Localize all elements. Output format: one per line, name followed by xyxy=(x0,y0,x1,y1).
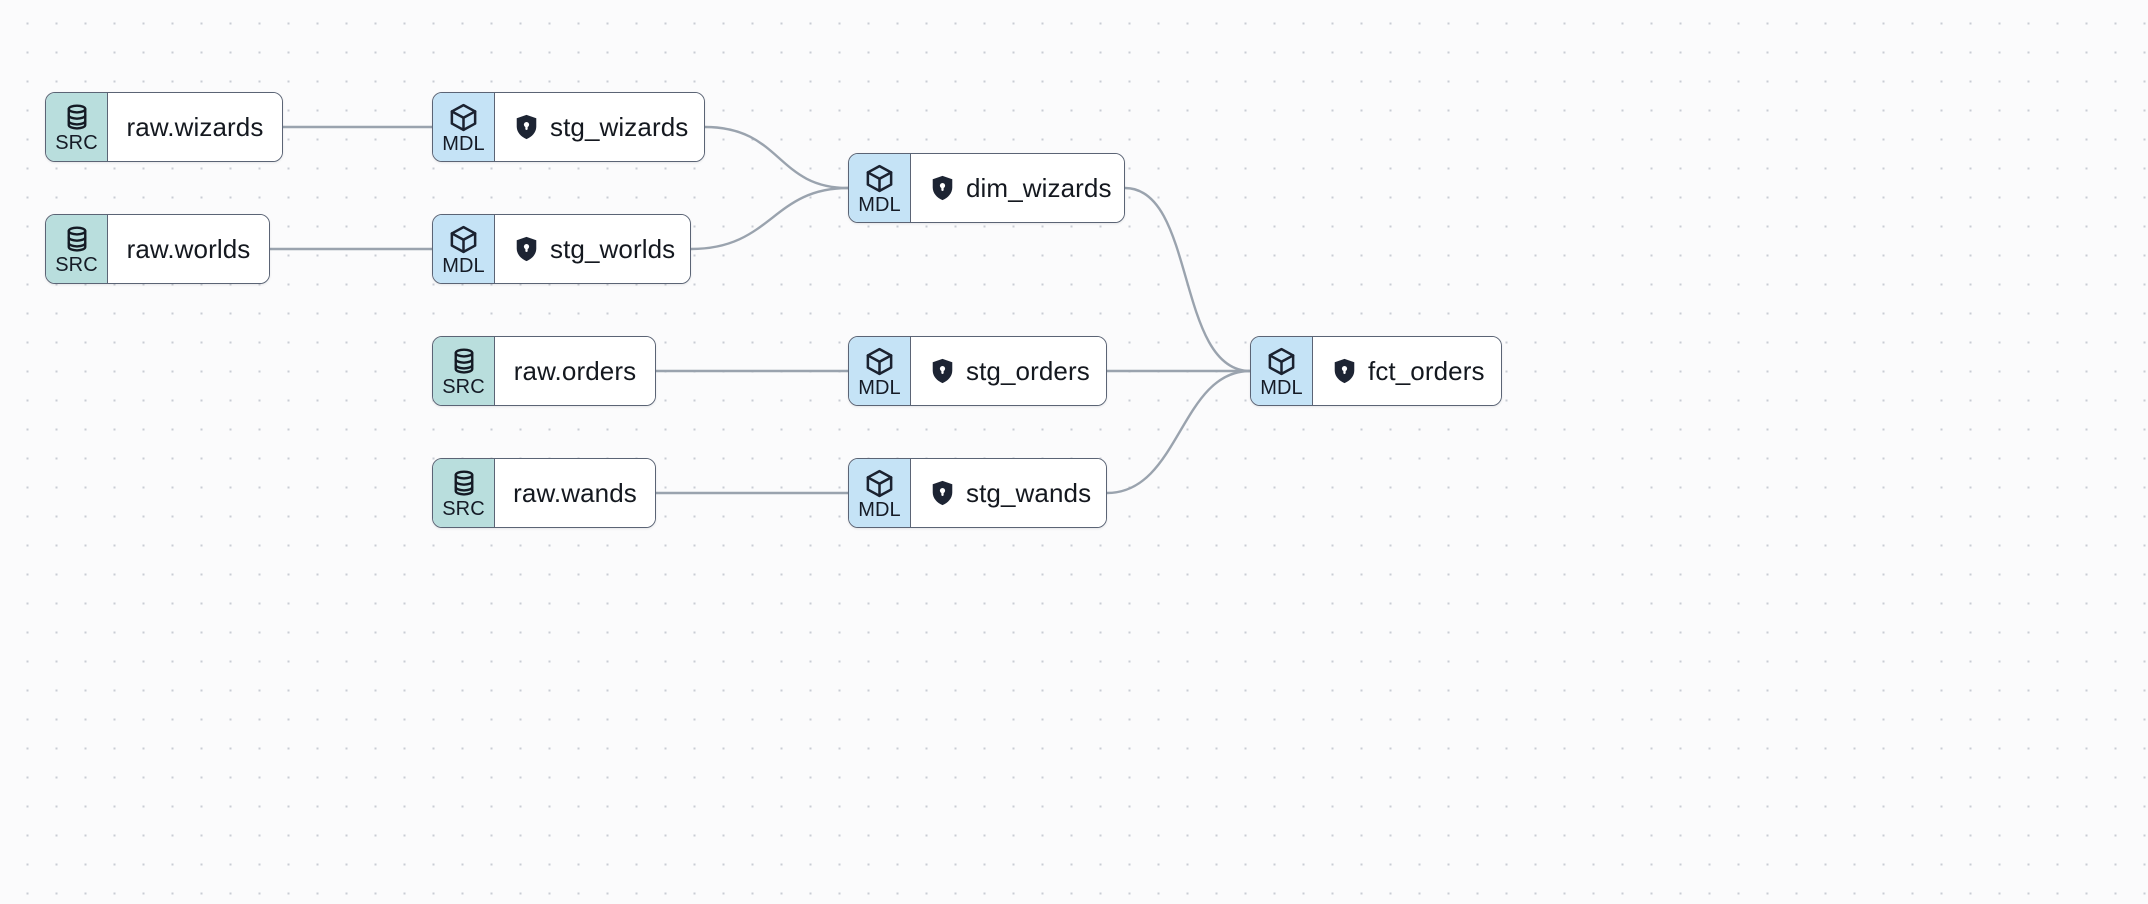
node-body-dim_wizards: dim_wizards xyxy=(911,154,1124,222)
node-type-label: SRC xyxy=(55,254,98,276)
node-type-label: SRC xyxy=(55,132,98,154)
edge-stg_wands-to-fct_orders xyxy=(1105,369,1252,495)
node-type-label: MDL xyxy=(858,376,901,399)
cube-icon xyxy=(864,346,895,377)
node-body-raw_worlds: raw.worlds xyxy=(108,215,269,283)
database-icon xyxy=(62,224,92,254)
node-type-badge-raw_wands: SRC xyxy=(433,459,495,527)
node-body-raw_wizards: raw.wizards xyxy=(108,93,282,161)
node-label: stg_wands xyxy=(966,477,1092,508)
node-body-stg_wizards: stg_wizards xyxy=(495,93,704,161)
shield-lock-icon xyxy=(515,114,538,140)
node-stg_wands[interactable]: MDL stg_wands xyxy=(848,458,1107,528)
shield-lock-icon xyxy=(515,236,538,262)
node-label: fct_orders xyxy=(1368,355,1485,386)
node-label: raw.orders xyxy=(513,355,637,386)
node-label: raw.wands xyxy=(513,477,637,508)
node-type-label: SRC xyxy=(442,376,485,398)
database-icon xyxy=(449,468,479,498)
node-type-badge-raw_worlds: SRC xyxy=(46,215,108,283)
database-icon xyxy=(449,346,479,376)
node-type-label: MDL xyxy=(858,498,901,521)
node-type-badge-stg_wands: MDL xyxy=(849,459,911,527)
edge-stg_worlds-to-dim_wizards xyxy=(689,186,850,251)
shield-lock-icon xyxy=(931,480,954,506)
node-body-stg_orders: stg_orders xyxy=(911,337,1106,405)
node-type-label: MDL xyxy=(442,132,485,155)
node-body-stg_worlds: stg_worlds xyxy=(495,215,690,283)
node-type-badge-fct_orders: MDL xyxy=(1251,337,1313,405)
node-body-raw_wands: raw.wands xyxy=(495,459,655,527)
node-body-raw_orders: raw.orders xyxy=(495,337,655,405)
node-type-label: SRC xyxy=(442,498,485,520)
edge-stg_wizards-to-dim_wizards xyxy=(703,125,850,190)
node-label: stg_wizards xyxy=(550,111,689,142)
cube-icon xyxy=(1266,346,1297,377)
node-label: dim_wizards xyxy=(966,172,1112,203)
cube-icon xyxy=(448,102,479,133)
node-type-badge-raw_orders: SRC xyxy=(433,337,495,405)
node-stg_orders[interactable]: MDL stg_orders xyxy=(848,336,1107,406)
node-type-label: MDL xyxy=(858,193,901,216)
cube-icon xyxy=(864,163,895,194)
node-stg_worlds[interactable]: MDL stg_worlds xyxy=(432,214,691,284)
cube-icon xyxy=(448,224,479,255)
node-raw_orders[interactable]: SRC raw.orders xyxy=(432,336,656,406)
node-raw_wands[interactable]: SRC raw.wands xyxy=(432,458,656,528)
node-label: stg_worlds xyxy=(550,233,676,264)
node-type-label: MDL xyxy=(1260,376,1303,399)
node-fct_orders[interactable]: MDL fct_orders xyxy=(1250,336,1502,406)
node-stg_wizards[interactable]: MDL stg_wizards xyxy=(432,92,705,162)
node-label: stg_orders xyxy=(966,355,1090,386)
node-body-stg_wands: stg_wands xyxy=(911,459,1106,527)
node-type-badge-stg_wizards: MDL xyxy=(433,93,495,161)
shield-lock-icon xyxy=(931,358,954,384)
node-raw_worlds[interactable]: SRC raw.worlds xyxy=(45,214,270,284)
shield-lock-icon xyxy=(931,175,954,201)
node-body-fct_orders: fct_orders xyxy=(1313,337,1501,405)
node-type-badge-dim_wizards: MDL xyxy=(849,154,911,222)
node-raw_wizards[interactable]: SRC raw.wizards xyxy=(45,92,283,162)
node-dim_wizards[interactable]: MDL dim_wizards xyxy=(848,153,1125,223)
node-type-badge-stg_worlds: MDL xyxy=(433,215,495,283)
shield-lock-icon xyxy=(1333,358,1356,384)
cube-icon xyxy=(864,468,895,499)
database-icon xyxy=(62,102,92,132)
node-type-badge-raw_wizards: SRC xyxy=(46,93,108,161)
node-type-badge-stg_orders: MDL xyxy=(849,337,911,405)
node-type-label: MDL xyxy=(442,254,485,277)
edge-dim_wizards-to-fct_orders xyxy=(1123,186,1252,373)
node-label: raw.wizards xyxy=(126,111,264,142)
node-label: raw.worlds xyxy=(126,233,251,264)
